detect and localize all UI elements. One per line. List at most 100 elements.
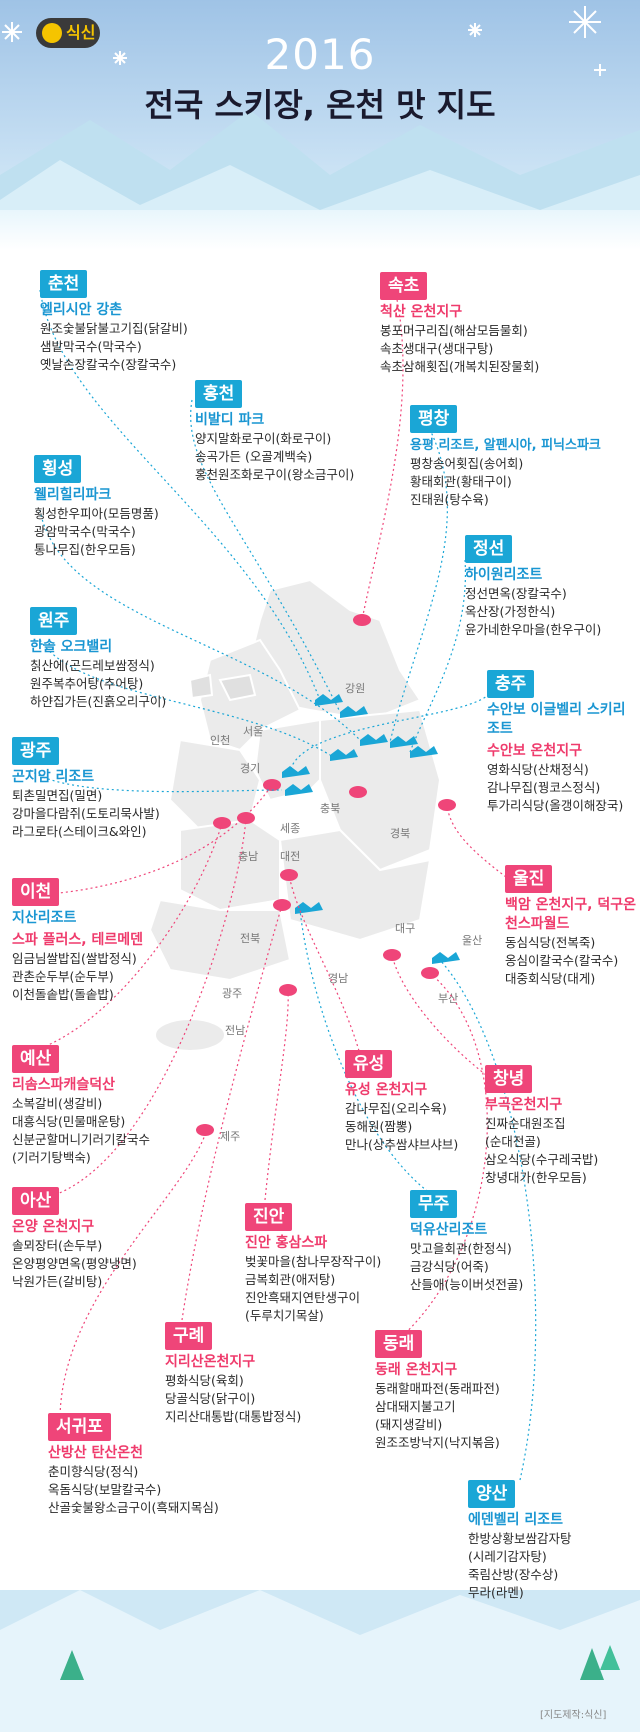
hot-spring-name: 수안보 온천지구 xyxy=(487,743,583,759)
resort-name: 부곡온천지구 xyxy=(485,1097,563,1113)
restaurant-list: 솔뫼장터(손두부) 온양평양면옥(평양냉면) 낙원가든(갈비탕) xyxy=(12,1237,222,1291)
restaurant-item: (순대전골) xyxy=(485,1134,541,1149)
resort-name: 하이원리조트 xyxy=(465,567,543,583)
restaurant-item: 당골식당(닭구이) xyxy=(165,1391,256,1406)
map-region-seoul xyxy=(218,673,257,702)
region-gurye: 구례 지리산온천지구 평화식당(육회) 당골식당(닭구이) 지리산대통밥(대통밥… xyxy=(165,1322,375,1426)
restaurant-list: 영화식당(산채정식) 감나무집(꿩코스정식) 투가리식당(올갱이해장국) xyxy=(487,761,637,815)
restaurant-item: 진태원(탕수육) xyxy=(410,492,489,507)
korea-map xyxy=(148,580,442,1052)
restaurant-item: 평창송어횟집(송어회) xyxy=(410,456,524,471)
region-badge: 홍천 xyxy=(195,380,243,408)
region-wonju: 원주 한솔 오크밸리 칡산에(곤드레보쌈정식) 원주복추어탕(추어탕) 하얀집가… xyxy=(30,607,240,711)
map-label-gwangju: 광주 xyxy=(222,987,243,1000)
leader-line xyxy=(397,972,488,1341)
map-label-jeonbuk: 전북 xyxy=(240,932,261,945)
region-badge: 울진 xyxy=(505,865,553,893)
region-uljin: 울진 백암 온천지구, 덕구온천스파월드 동심식당(전복죽) 옹심이칼국수(칼국… xyxy=(505,865,640,988)
map-label-jeonnam: 전남 xyxy=(225,1024,246,1037)
map-label-gangwon: 강원 xyxy=(345,682,366,695)
restaurant-item: 춘미향식당(정식) xyxy=(48,1464,139,1479)
resort-name: 웰리힐리파크 xyxy=(34,487,112,503)
region-dongnae: 동래 동래 온천지구 동래할매파전(동래파전) 삼대돼지불고기 (돼지생갈비) … xyxy=(375,1330,585,1452)
restaurant-item: 동해원(짬뽕) xyxy=(345,1119,413,1134)
restaurant-item: 옥산장(가정한식) xyxy=(465,604,556,619)
restaurant-item: 산들애(능이버섯전골) xyxy=(410,1277,524,1292)
region-badge: 진안 xyxy=(245,1203,293,1231)
region-badge: 창녕 xyxy=(485,1065,533,1093)
hot-spring-marker-icon xyxy=(353,614,371,626)
restaurant-list: 동심식당(전복죽) 옹심이칼국수(칼국수) 대중회식당(대게) xyxy=(505,934,640,988)
logo-mark-icon xyxy=(42,23,62,43)
ski-marker-icon xyxy=(340,706,368,718)
restaurant-list: 춘미향식당(정식) 옥돔식당(보말칼국수) 산골숯불왕소금구이(흑돼지목심) xyxy=(48,1463,278,1517)
restaurant-item: 하얀집가든(진흙오리구이) xyxy=(30,694,167,709)
ski-marker-icon xyxy=(315,694,343,706)
region-badge: 무주 xyxy=(410,1190,458,1218)
region-sokcho: 속초 척산 온천지구 봉포머구리집(해삼모듬물회) 속초생대구(생대구탕) 속초… xyxy=(380,272,590,376)
region-yuseong: 유성 유성 온천지구 감나무집(오리수육) 동해원(짬뽕) 만나(상추쌈샤브샤브… xyxy=(345,1050,555,1154)
hot-spring-marker-icon xyxy=(196,1124,214,1136)
restaurant-item: 동심식당(전복죽) xyxy=(505,935,596,950)
map-credit: [지도제작:식신] xyxy=(540,1710,607,1721)
map-label-gyeongbuk: 경북 xyxy=(390,827,411,840)
restaurant-list: 임금님쌀밥집(쌀밥정식) 관촌순두부(순두부) 이천돌솥밥(돌솥밥) xyxy=(12,950,222,1004)
region-yesan: 예산 리솜스파캐슬덕산 소복갈비(생갈비) 대흥식당(민물매운탕) 신분군할머니… xyxy=(12,1045,222,1167)
region-muju: 무주 덕유산리조트 맛고을회관(한정식) 금강식당(어죽) 산들애(능이버섯전골… xyxy=(410,1190,620,1294)
restaurant-item: 감나무집(꿩코스정식) xyxy=(487,780,601,795)
restaurant-item: 낙원가든(갈비탕) xyxy=(12,1274,103,1289)
restaurant-item: 옥돔식당(보말칼국수) xyxy=(48,1482,162,1497)
restaurant-item: 횡성한우피아(모듬명품) xyxy=(34,506,159,521)
resort-name: 온양 온천지구 xyxy=(12,1219,95,1235)
region-pyeongchang: 평창 용평 리조트, 알펜시아, 피닉스파크 평창송어횟집(송어회) 황태회관(… xyxy=(410,405,640,509)
resort-name: 비발디 파크 xyxy=(195,412,265,428)
restaurant-list: 한방상황보쌈감자탕 (시레기감자탕) 죽림산방(장수상) 무라(라멘) xyxy=(468,1530,638,1602)
leader-line xyxy=(299,909,441,1201)
resort-name: 동래 온천지구 xyxy=(375,1362,458,1378)
restaurant-item: 온양평양면옥(평양냉면) xyxy=(12,1256,137,1271)
restaurant-item: 윤가네한우마을(한우구이) xyxy=(465,622,602,637)
ski-marker-icon xyxy=(432,952,460,964)
region-jinan: 진안 진안 홍삼스파 벚꽃마을(참나무장작구이) 금복회관(애저탕) 진안흑돼지… xyxy=(245,1203,455,1325)
map-label-jeju: 제주 xyxy=(220,1130,241,1143)
restaurant-item: (두루치기목살) xyxy=(245,1308,324,1323)
restaurant-item: 삼대돼지불고기 xyxy=(375,1399,456,1414)
hot-spring-marker-icon xyxy=(349,786,367,798)
restaurant-item: 동래할매파전(동래파전) xyxy=(375,1381,500,1396)
restaurant-list: 평창송어횟집(송어회) 황태회관(황태구이) 진태원(탕수육) xyxy=(410,455,640,509)
hot-spring-marker-icon xyxy=(273,899,291,911)
leader-line xyxy=(264,989,289,1201)
map-region-jeju xyxy=(154,1018,226,1052)
region-badge: 아산 xyxy=(12,1187,60,1215)
ski-marker-icon xyxy=(282,766,310,778)
restaurant-list: 원조숯불닭불고기집(닭갈비) 샘밭막국수(막국수) 옛날손장칼국수(장칼국수) xyxy=(40,320,250,374)
map-region-gyeongbuk xyxy=(319,708,442,872)
map-label-ulsan: 울산 xyxy=(462,934,483,947)
map-label-gyeongnam: 경남 xyxy=(328,972,349,985)
restaurant-item: 임금님쌀밥집(쌀밥정식) xyxy=(12,951,137,966)
region-hongcheon: 홍천 비발디 파크 양지말화로구이(화로구이) 송곡가든 (오골계백숙) 홍천원… xyxy=(195,380,405,484)
restaurant-item: 영화식당(산채정식) xyxy=(487,762,589,777)
restaurant-item: 진안흑돼지연탄생구이 xyxy=(245,1290,361,1305)
resort-name: 지리산온천지구 xyxy=(165,1354,256,1370)
map-label-gyeonggi: 경기 xyxy=(240,762,261,775)
leader-line xyxy=(39,639,331,756)
restaurant-item: 금강식당(어죽) xyxy=(410,1259,489,1274)
restaurant-item: (기러기탕백숙) xyxy=(12,1150,91,1165)
restaurant-list: 맛고을회관(한정식) 금강식당(어죽) 산들애(능이버섯전골) xyxy=(410,1240,620,1294)
restaurant-item: 진짜순대원조집 xyxy=(485,1116,566,1131)
restaurant-item: 옛날손장칼국수(장칼국수) xyxy=(40,357,177,372)
region-chungju: 충주 수안보 이글벨리 스키리조트 수안보 온천지구 영화식당(산채정식) 감나… xyxy=(487,670,637,815)
region-badge: 평창 xyxy=(410,405,458,433)
resort-name: 진안 홍삼스파 xyxy=(245,1235,328,1251)
logo-text: 식신 xyxy=(66,23,96,42)
region-badge: 충주 xyxy=(487,670,535,698)
ski-marker-icon xyxy=(285,784,313,796)
restaurant-item: 양지말화로구이(화로구이) xyxy=(195,431,332,446)
leader-line xyxy=(439,959,537,1481)
region-chuncheon: 춘천 엘리시안 강촌 원조숯불닭불고기집(닭갈비) 샘밭막국수(막국수) 옛날손… xyxy=(40,270,250,374)
region-badge: 횡성 xyxy=(34,455,82,483)
resort-name: 수안보 이글벨리 스키리조트 xyxy=(487,702,626,737)
